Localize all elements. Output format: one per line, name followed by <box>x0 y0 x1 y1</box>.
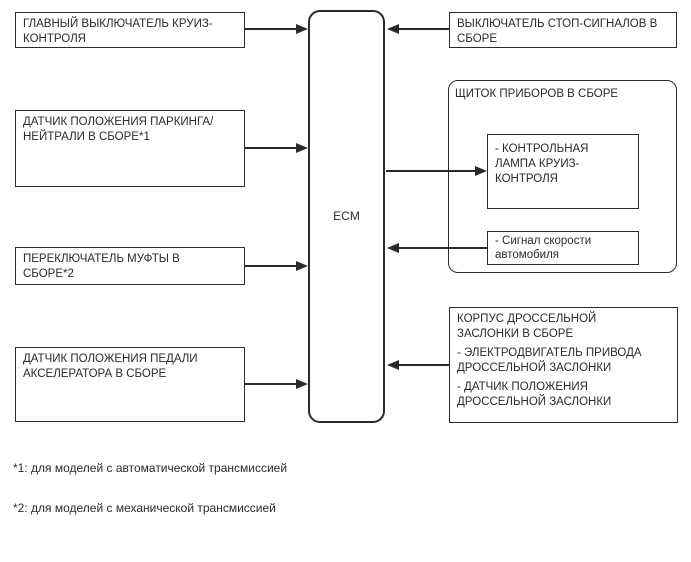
box-stop-light-switch-label: ВЫКЛЮЧАТЕЛЬ СТОП-СИГНАЛОВ В СБОРЕ <box>457 18 658 45</box>
throttle-body-title: КОРПУС ДРОССЕЛЬНОЙ ЗАСЛОНКИ В СБОРЕ <box>457 313 597 340</box>
box-clutch-switch: ПЕРЕКЛЮЧАТЕЛЬ МУФТЫ В СБОРЕ*2 <box>15 247 245 285</box>
arrow-line <box>245 265 297 267</box>
box-park-neutral-position-sensor: ДАТЧИК ПОЛОЖЕНИЯ ПАРКИНГА/ НЕЙТРАЛИ В СБ… <box>15 110 245 187</box>
arrowhead-right-icon <box>296 379 308 389</box>
box-cruise-main-switch-label: ГЛАВНЫЙ ВЫКЛЮЧАТЕЛЬ КРУИЗ- КОНТРОЛЯ <box>23 18 213 45</box>
arrow-line <box>398 364 449 366</box>
ecm-box: ECM <box>308 10 385 423</box>
arrow-line <box>398 28 449 30</box>
arrow-line <box>386 170 476 172</box>
throttle-body-item-position-sensor: - ДАТЧИК ПОЛОЖЕНИЯ ДРОССЕЛЬНОЙ ЗАСЛОНКИ <box>457 381 612 408</box>
arrowhead-right-icon <box>296 143 308 153</box>
arrow-line <box>245 383 297 385</box>
arrow-line <box>245 147 297 149</box>
instrument-panel-label: ЩИТОК ПРИБОРОВ В СБОРЕ <box>455 88 619 100</box>
box-cruise-indicator-lamp-label: - КОНТРОЛЬНАЯ ЛАМПА КРУИЗ- КОНТРОЛЯ <box>495 143 589 185</box>
arrowhead-left-icon <box>387 360 399 370</box>
box-cruise-main-switch: ГЛАВНЫЙ ВЫКЛЮЧАТЕЛЬ КРУИЗ- КОНТРОЛЯ <box>15 12 245 48</box>
footnote-1: *1: для моделей с автоматической трансми… <box>13 461 288 475</box>
arrowhead-right-icon <box>296 261 308 271</box>
box-accelerator-pedal-sensor-label: ДАТЧИК ПОЛОЖЕНИЯ ПЕДАЛИ АКСЕЛЕРАТОРА В С… <box>23 353 198 380</box>
arrowhead-left-icon <box>387 243 399 253</box>
box-cruise-indicator-lamp: - КОНТРОЛЬНАЯ ЛАМПА КРУИЗ- КОНТРОЛЯ <box>487 134 639 209</box>
box-throttle-body: КОРПУС ДРОССЕЛЬНОЙ ЗАСЛОНКИ В СБОРЕ - ЭЛ… <box>449 307 678 423</box>
box-vehicle-speed-signal: - Сигнал скорости автомобиля <box>487 231 639 265</box>
throttle-body-item-motor: - ЭЛЕКТРОДВИГАТЕЛЬ ПРИВОДА ДРОССЕЛЬНОЙ З… <box>457 347 642 374</box>
ecm-label: ECM <box>333 209 360 223</box>
footnote-2: *2: для моделей с механической трансмисс… <box>13 501 276 515</box>
arrowhead-right-icon <box>475 166 487 176</box>
arrowhead-left-icon <box>387 24 399 34</box>
box-accelerator-pedal-sensor: ДАТЧИК ПОЛОЖЕНИЯ ПЕДАЛИ АКСЕЛЕРАТОРА В С… <box>15 347 245 422</box>
box-clutch-switch-label: ПЕРЕКЛЮЧАТЕЛЬ МУФТЫ В СБОРЕ*2 <box>23 253 180 280</box>
arrowhead-right-icon <box>296 24 308 34</box>
arrow-line <box>245 28 297 30</box>
arrow-line <box>398 247 487 249</box>
box-stop-light-switch: ВЫКЛЮЧАТЕЛЬ СТОП-СИГНАЛОВ В СБОРЕ <box>449 12 677 48</box>
box-vehicle-speed-signal-label: - Сигнал скорости автомобиля <box>495 235 592 261</box>
box-park-neutral-position-sensor-label: ДАТЧИК ПОЛОЖЕНИЯ ПАРКИНГА/ НЕЙТРАЛИ В СБ… <box>23 116 214 143</box>
